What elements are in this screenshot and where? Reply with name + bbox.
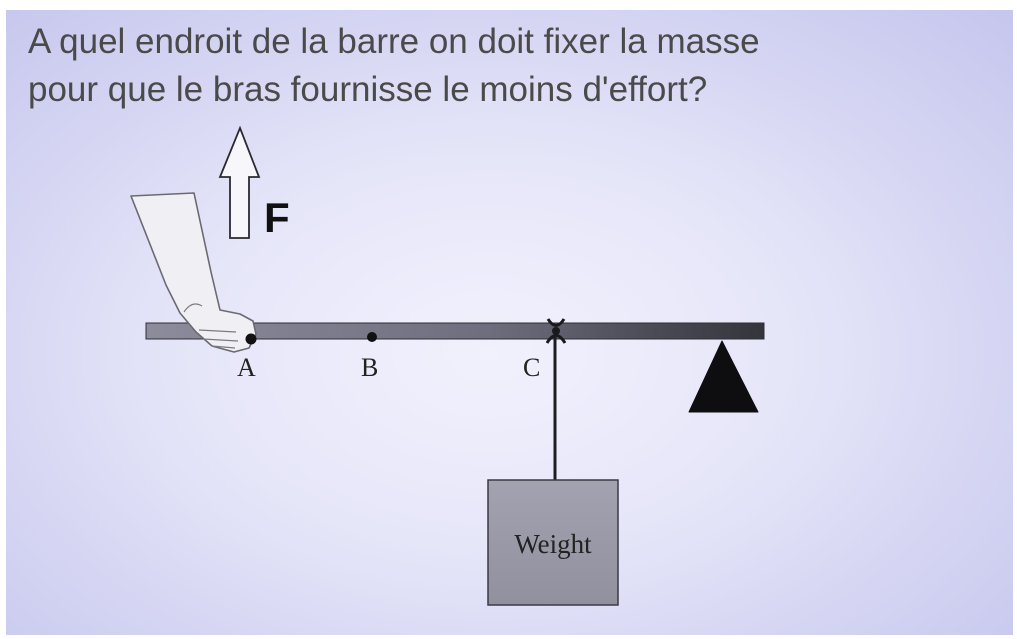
slide: A quel endroit de la barre on doit fixer… — [6, 10, 1013, 635]
knot-icon — [545, 318, 567, 344]
lever-diagram: F A B C Weight — [130, 125, 765, 606]
force-label: F — [264, 194, 290, 241]
fulcrum-icon — [688, 340, 759, 413]
point-b-marker — [367, 332, 377, 342]
point-b-label: B — [361, 353, 378, 382]
lever-bar — [145, 322, 765, 340]
force-arrow-icon — [218, 125, 261, 239]
point-a-marker — [245, 333, 257, 345]
hand-icon — [130, 192, 257, 353]
point-c-label: C — [523, 353, 540, 382]
question-line-1: A quel endroit de la barre on doit fixer… — [28, 22, 760, 61]
point-a-label: A — [237, 353, 256, 382]
weight-box — [487, 479, 619, 606]
weight-label: Weight — [514, 529, 592, 559]
question-text: A quel endroit de la barre on doit fixer… — [28, 18, 988, 114]
question-line-2: pour que le bras fournisse le moins d'ef… — [28, 70, 708, 109]
